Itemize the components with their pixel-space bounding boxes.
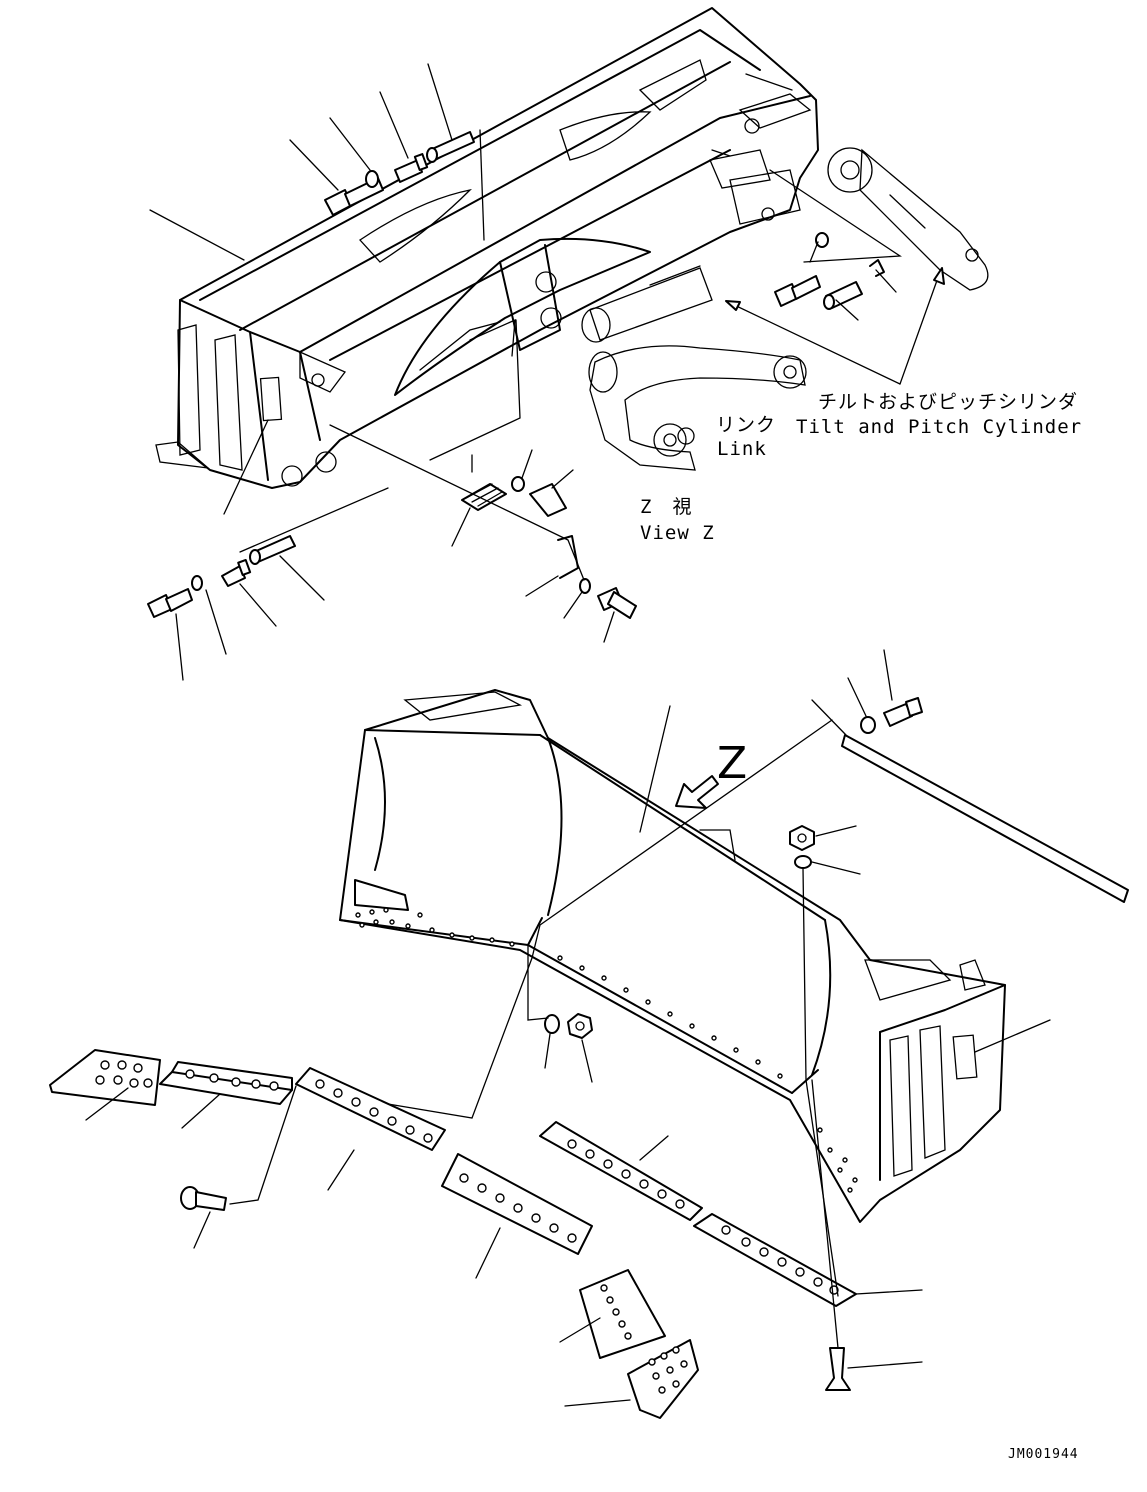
grease-fitting-upper: [394, 153, 429, 183]
washer-upper-left: [365, 170, 379, 188]
washer-center: [511, 476, 525, 492]
washer-rod: [579, 578, 591, 594]
plow-bolt-left: [180, 1186, 227, 1211]
cutting-edge-2: [295, 1067, 446, 1151]
view-label-jp: Z 視: [640, 496, 693, 518]
link-label-en: Link: [717, 438, 767, 460]
drawing-code: JM001944: [1008, 1447, 1079, 1462]
upper-leader-lines: [149, 63, 945, 681]
link-label-jp: リンク: [716, 414, 777, 436]
link: [588, 345, 807, 471]
washer-top: [794, 855, 812, 869]
washer-strip: [860, 716, 876, 734]
top-strip: [841, 734, 1129, 903]
cutting-edge-4: [539, 1121, 703, 1221]
view-z-marker: Z: [717, 738, 748, 789]
end-plate-right-lower: [579, 1269, 666, 1359]
bolt-center: [529, 483, 567, 517]
washer-lower-left: [191, 575, 203, 591]
pad: [461, 483, 507, 511]
washer-mid: [544, 1014, 560, 1034]
blade-bolt-holes: [355, 907, 858, 1193]
cutting-edge-3: [441, 1153, 593, 1255]
frame-beam: [155, 7, 819, 489]
view-z-arrow: [675, 775, 719, 809]
cutting-edge-5: [693, 1213, 857, 1307]
lower-fasteners: [180, 697, 1129, 1391]
pin-cyl-side: [823, 281, 863, 310]
clip-cyl-side: [869, 259, 885, 277]
end-bit-right: [627, 1339, 699, 1419]
grease-fitting-lower: [221, 558, 252, 587]
upper-fasteners: [147, 131, 885, 619]
cylinder-label-jp: チルトおよびピッチシリンダ: [818, 391, 1079, 413]
nut-mid: [567, 1013, 593, 1039]
nut-top: [789, 825, 815, 851]
pin-upper: [426, 131, 475, 163]
plow-bolt-bottom: [825, 1347, 851, 1391]
tilt-pitch-cylinder: [581, 147, 989, 343]
cylinder-label-en: Tilt and Pitch Cylinder: [796, 416, 1083, 438]
washer-cyl-side: [815, 232, 829, 248]
pin-lower: [249, 535, 296, 565]
lower-leader-lines: [85, 649, 1051, 1407]
bolt-cyl-side: [774, 275, 821, 307]
bolt-rod: [597, 587, 637, 619]
bolt-lower-left: [147, 588, 193, 618]
cutting-edge-1: [159, 1061, 293, 1105]
cutting-edges: [49, 1049, 857, 1419]
end-bit-left: [49, 1049, 161, 1106]
view-label-en: View Z: [640, 522, 715, 544]
